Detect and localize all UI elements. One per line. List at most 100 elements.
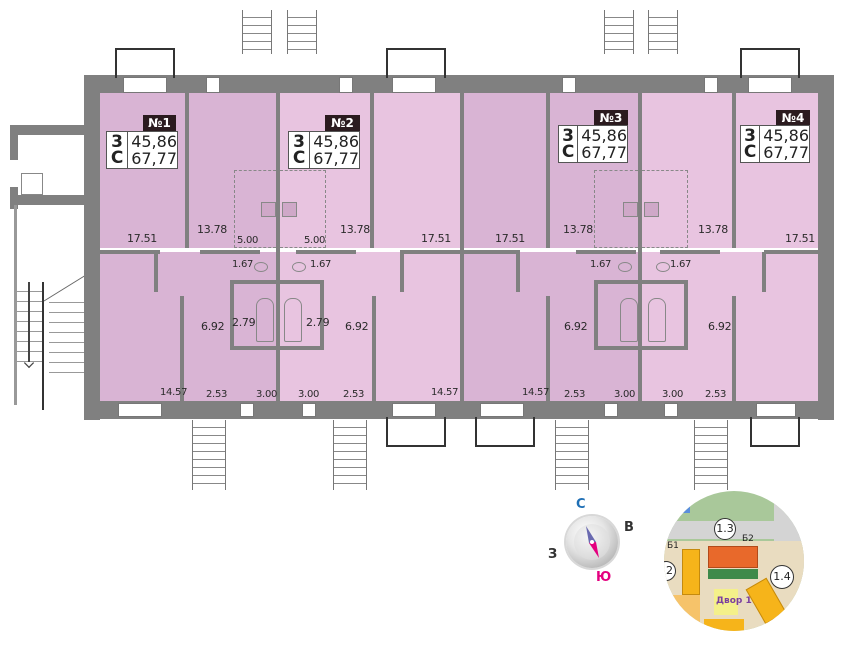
apt4-number-badge[interactable]: №4 (776, 110, 810, 127)
bottom-stair-3 (555, 420, 589, 490)
apt4-bedroom-bottom (736, 252, 818, 401)
building-b2[interactable] (708, 546, 758, 568)
exterior-wall-left (84, 75, 100, 420)
apt2-bedroom-top (374, 93, 460, 248)
area-label: 17.51 (127, 232, 157, 245)
apt4-window-top (748, 77, 792, 93)
apt4-window-bottom-2 (664, 403, 678, 417)
area-label: 17.51 (421, 232, 451, 245)
area-label: 1.67 (590, 259, 612, 270)
apt3-number-badge[interactable]: №3 (594, 110, 628, 127)
apt3-hall (520, 252, 638, 401)
area-label: 14.57 (160, 387, 188, 398)
bottom-stair-2 (333, 420, 367, 490)
area-label: 3.00 (298, 389, 320, 400)
compass (562, 512, 622, 572)
apt2-toilet-icon (292, 262, 306, 272)
area-label: 3.00 (256, 389, 278, 400)
area-label: 1.67 (232, 259, 254, 270)
apt4-window-bottom (756, 403, 796, 417)
apt2-rooms-type: С (292, 148, 306, 168)
apt3-rooms-code: 3 (562, 126, 575, 146)
apt3-living-area: 45,86 (581, 126, 627, 145)
building-b1[interactable] (682, 549, 700, 595)
apt2-bathtub (284, 298, 302, 342)
apt1-window-bottom (118, 403, 162, 417)
exterior-wall-top (84, 75, 834, 93)
top-stair-right-2 (648, 10, 678, 54)
apt3-total-area: 67,77 (581, 143, 627, 162)
apt4-balcony-top (740, 48, 800, 78)
apt1-rooms-type: С (110, 148, 124, 168)
apt4-total-area: 67,77 (763, 143, 809, 162)
apt3-kitchen-zone (594, 170, 638, 248)
top-stair-right-1 (604, 10, 634, 54)
apt3-stove-icon (623, 202, 638, 217)
top-stair-left-1 (242, 10, 272, 54)
apt2-window-top-2 (339, 77, 353, 93)
area-label: 1.67 (670, 259, 692, 270)
compass-south-label: Ю (596, 570, 612, 585)
area-label: 6.92 (564, 320, 588, 333)
compass-west-label: З (548, 547, 558, 562)
apt2-kitchen-zone (280, 170, 326, 248)
area-label: 13.78 (698, 223, 728, 236)
area-label: 1.67 (310, 259, 332, 270)
apt1-window-top (123, 77, 167, 93)
apt1-window-top-2 (206, 77, 220, 93)
area-label: 6.92 (201, 320, 225, 333)
apt3-bedroom-top (464, 93, 546, 248)
area-label: 13.78 (340, 223, 370, 236)
area-label: 6.92 (345, 320, 369, 333)
apt2-window-top (392, 77, 436, 93)
site-minimap[interactable]: 1.3 1.4 .2 Б1 Б2 Двор 1 (664, 491, 804, 631)
area-label: 2.53 (705, 389, 727, 400)
apt2-total-area: 67,77 (313, 149, 359, 168)
area-label: 5.00 (304, 235, 326, 246)
minimap-label-b2: Б2 (742, 534, 754, 544)
area-label: 13.78 (563, 223, 593, 236)
minimap-label-b1: Б1 (667, 541, 679, 551)
area-label: 14.57 (431, 387, 459, 398)
apt1-bathtub (256, 298, 274, 342)
area-label: 14.57 (522, 387, 550, 398)
minimap-marker-1-3[interactable]: 1.3 (714, 518, 736, 540)
exterior-wall-bottom (84, 401, 834, 419)
apt2-living-area: 45,86 (313, 132, 359, 151)
apt4-window-top-2 (704, 77, 718, 93)
area-label: 2.53 (206, 389, 228, 400)
apt1-stove-icon (261, 202, 276, 217)
bottom-stair-4 (694, 420, 728, 490)
top-stair-left-2 (287, 10, 317, 54)
apt2-rooms-code: 3 (293, 132, 306, 152)
stairwell-left (0, 110, 100, 420)
apt1-living-area: 45,86 (131, 132, 177, 151)
area-label: 2.79 (306, 316, 330, 329)
area-label: 2.79 (232, 316, 256, 329)
apt2-window-bottom (392, 403, 436, 417)
minimap-marker-1-4[interactable]: 1.4 (770, 565, 794, 589)
apt3-bathtub (620, 298, 638, 342)
apt4-rooms-type: С (743, 142, 757, 162)
apt4-living-area: 45,86 (763, 126, 809, 145)
apt4-toilet-icon (656, 262, 670, 272)
area-label: 2.53 (343, 389, 365, 400)
apt3-window-bottom (480, 403, 524, 417)
area-label: 5.00 (237, 235, 259, 246)
apt3-window-bottom-2 (604, 403, 618, 417)
apt1-kitchen-zone (234, 170, 276, 248)
apt1-rooms-code: 3 (111, 132, 124, 152)
area-label: 2.53 (564, 389, 586, 400)
apt1-number-badge[interactable]: №1 (143, 115, 176, 132)
area-label: 3.00 (614, 389, 636, 400)
apt3-toilet-icon (618, 262, 632, 272)
apt2-number-badge[interactable]: №2 (325, 115, 360, 132)
area-label: 6.92 (708, 320, 732, 333)
area-label: 17.51 (785, 232, 815, 245)
bottom-stair-1 (192, 420, 226, 490)
area-label: 13.78 (197, 223, 227, 236)
